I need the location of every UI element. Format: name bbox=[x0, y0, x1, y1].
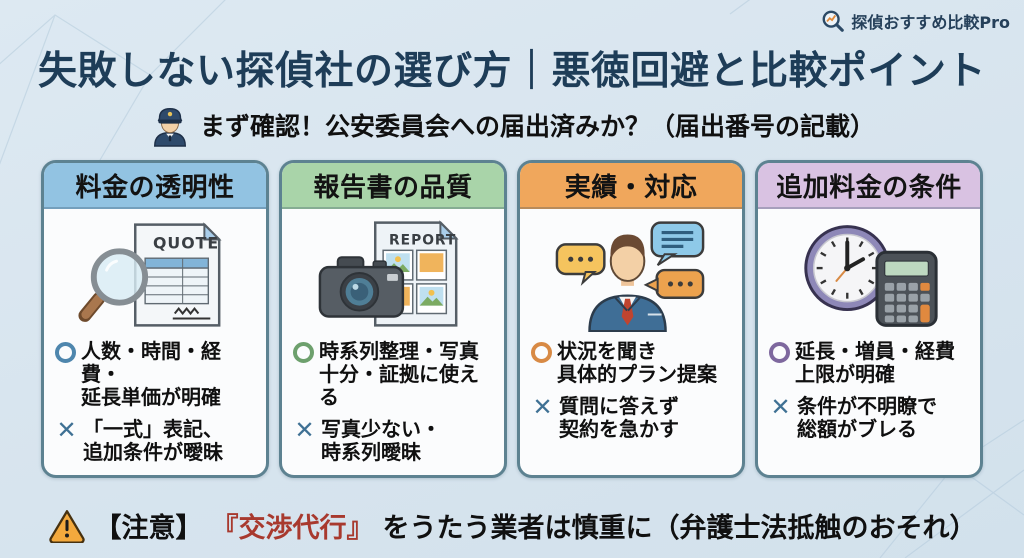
comparison-cards: 料金の透明性 QUOTE bbox=[41, 160, 983, 478]
good-point-text: 時系列整理・写真 十分・証拠に使える bbox=[319, 339, 479, 409]
bad-point: ✕ 質問に答えず 契約を急かす bbox=[531, 395, 734, 441]
good-point: 時系列整理・写真 十分・証拠に使える bbox=[293, 340, 496, 409]
police-officer-icon bbox=[149, 103, 191, 147]
bad-x-icon: ✕ bbox=[770, 393, 791, 421]
check-first-text: まず確認！公安委員会への届出済みか？（届出番号の記載） bbox=[199, 112, 875, 141]
check-first-subtitle: まず確認！公安委員会への届出済みか？（届出番号の記載） bbox=[0, 100, 1024, 150]
good-point: 状況を聞き 具体的プラン提案 bbox=[531, 340, 734, 386]
good-circle-icon bbox=[293, 342, 314, 363]
bad-x-icon: ✕ bbox=[294, 416, 315, 444]
bad-x-icon: ✕ bbox=[532, 393, 553, 421]
svg-text:QUOTE: QUOTE bbox=[153, 233, 219, 252]
svg-text:REPORT: REPORT bbox=[389, 232, 456, 248]
caution-note: 【注意】『交渉代行』をうたう業者は慎重に（弁護士法抵触のおそれ） bbox=[0, 506, 1024, 545]
bad-point: ✕ 「一式」表記、 追加条件が曖昧 bbox=[55, 418, 258, 464]
good-circle-icon bbox=[55, 342, 76, 363]
bad-point-text: 「一式」表記、 追加条件が曖昧 bbox=[83, 417, 223, 464]
card-points: 人数・時間・経費・ 延長単価が明確 ✕ 「一式」表記、 追加条件が曖昧 bbox=[44, 336, 266, 475]
bad-point: ✕ 条件が不明瞭で 総額がブレる bbox=[769, 395, 972, 441]
card-points: 時系列整理・写真 十分・証拠に使える ✕ 写真少ない・ 時系列曖昧 bbox=[282, 336, 504, 475]
caution-prefix: 【注意】 bbox=[94, 513, 203, 544]
good-point-text: 状況を聞き 具体的プラン提案 bbox=[557, 339, 717, 386]
card-report-quality: 報告書の品質 REPORT bbox=[279, 160, 507, 478]
page-title: 失敗しない探偵社の選び方｜悪徳回避と比較ポイント bbox=[37, 49, 986, 94]
warning-triangle-icon bbox=[48, 508, 86, 543]
good-point: 延長・増員・経費 上限が明確 bbox=[769, 340, 972, 386]
magnifier-chart-icon bbox=[821, 9, 845, 33]
bad-point-text: 写真少ない・ 時系列曖昧 bbox=[321, 417, 441, 464]
card-fee-transparency: 料金の透明性 QUOTE bbox=[41, 160, 269, 478]
card-header: 料金の透明性 bbox=[44, 163, 266, 209]
card-extra-fee-conditions: 追加料金の条件 bbox=[755, 160, 983, 478]
good-circle-icon bbox=[531, 342, 552, 363]
card-points: 延長・増員・経費 上限が明確 ✕ 条件が不明瞭で 総額がブレる bbox=[758, 336, 980, 475]
bad-point-text: 条件が不明瞭で 総額がブレる bbox=[797, 394, 937, 441]
bad-point: ✕ 写真少ない・ 時系列曖昧 bbox=[293, 418, 496, 464]
bad-x-icon: ✕ bbox=[56, 416, 77, 444]
card-header: 実績・対応 bbox=[520, 163, 742, 209]
site-logo-label: 探偵おすすめ比較Pro bbox=[851, 13, 1010, 32]
report-camera-icon: REPORT bbox=[282, 209, 504, 336]
consultant-chat-icon bbox=[520, 209, 742, 336]
bad-point-text: 質問に答えず 契約を急かす bbox=[559, 394, 679, 441]
site-logo: 探偵おすすめ比較Pro bbox=[821, 9, 1010, 33]
card-track-record-response: 実績・対応 bbox=[517, 160, 745, 478]
caution-suffix: をうたう業者は慎重に（弁護士法抵触のおそれ） bbox=[382, 513, 977, 544]
good-point-text: 延長・増員・経費 上限が明確 bbox=[795, 339, 955, 386]
good-circle-icon bbox=[769, 342, 790, 363]
card-header: 追加料金の条件 bbox=[758, 163, 980, 209]
card-points: 状況を聞き 具体的プラン提案 ✕ 質問に答えず 契約を急かす bbox=[520, 336, 742, 475]
quote-magnifier-icon: QUOTE bbox=[44, 209, 266, 336]
good-point-text: 人数・時間・経費・ 延長単価が明確 bbox=[81, 339, 221, 409]
card-header: 報告書の品質 bbox=[282, 163, 504, 209]
good-point: 人数・時間・経費・ 延長単価が明確 bbox=[55, 340, 258, 409]
caution-highlight: 『交渉代行』 bbox=[211, 513, 374, 544]
clock-calculator-icon bbox=[758, 209, 980, 336]
